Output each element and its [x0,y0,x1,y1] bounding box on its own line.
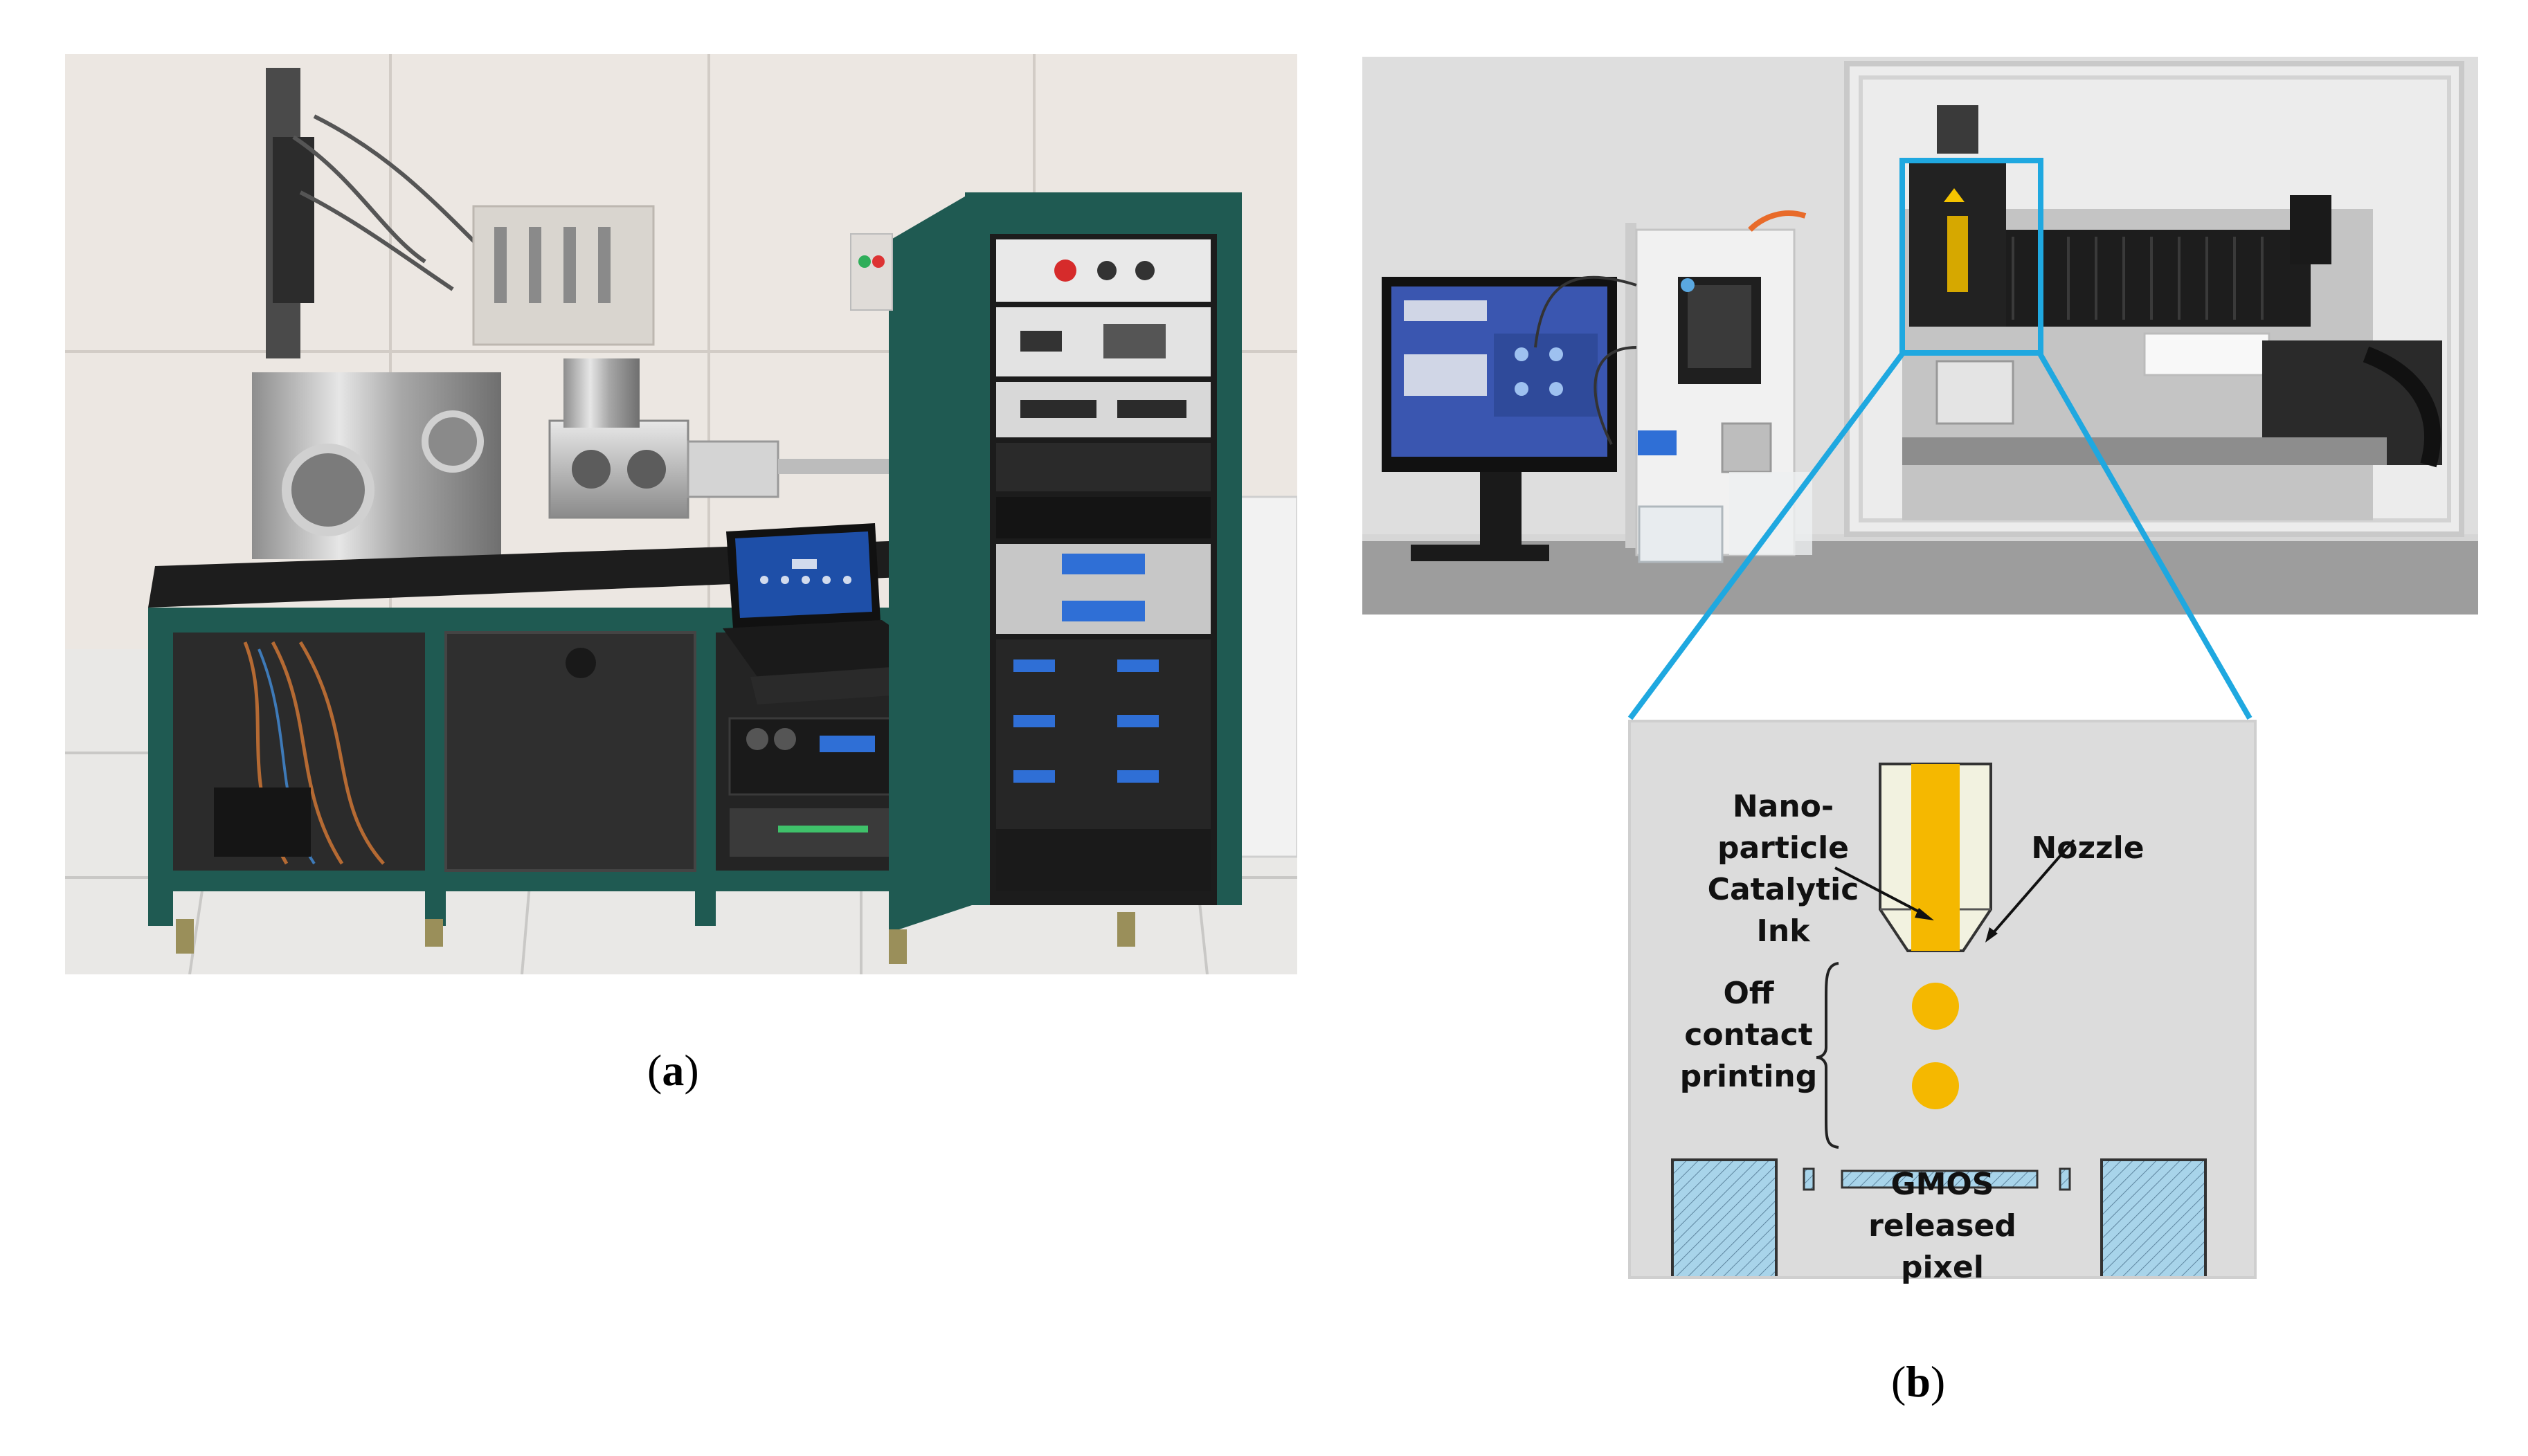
printing-label: Off contact printing [1679,973,1818,1098]
ink-arrow [1834,866,1926,916]
nozzle-arrow [1989,839,2075,937]
support-beam-left [1803,1167,1815,1191]
ink-label-line1: Nano- [1732,789,1834,824]
panel-a-caption: (a) [647,1045,699,1096]
panel-b-photo [1362,57,2478,615]
printing-label-line1: Off [1723,976,1774,1011]
inset-diagram [1671,763,2207,1276]
caption-a-letter: a [662,1046,685,1095]
ink-droplet [1912,983,1959,1030]
vacuum-system-illustration [65,54,1299,975]
caption-b-open: ( [1891,1357,1906,1406]
support-beam-right [2059,1167,2071,1191]
ink-channel [1911,764,1960,951]
highlight-box [1899,158,2043,356]
ink-label-line2: particle [1717,830,1849,866]
ink-label: Nano- particle Catalytic Ink [1679,786,1887,952]
ink-droplet [1912,1062,1959,1109]
panel-b-caption: (b) [1891,1356,1945,1408]
released-pixel [1841,1170,2039,1189]
printing-label-line3: printing [1679,1059,1818,1094]
pixel-label-line2: released pixel [1868,1208,2016,1285]
pixel-label-line1: GMOS [1890,1167,1994,1202]
nozzle-inset: Nano- particle Catalytic Ink Nozzle Off … [1628,720,2257,1285]
panel-a-photo [65,54,1299,975]
nozzle-label: Nozzle [2031,830,2145,866]
caption-a-open: ( [647,1046,662,1095]
bracket [1816,962,1839,1149]
pixel-label: GMOS released pixel [1832,1164,2053,1289]
inkjet-printer-illustration [1362,57,2478,615]
substrate-right [2100,1158,2207,1276]
caption-b-close: ) [1930,1357,1946,1406]
ink-label-line3: Catalytic Ink [1707,872,1859,949]
caption-b-letter: b [1906,1357,1931,1406]
printing-label-line2: contact [1684,1017,1813,1053]
caption-a-close: ) [684,1046,699,1095]
substrate-left [1671,1158,1778,1276]
